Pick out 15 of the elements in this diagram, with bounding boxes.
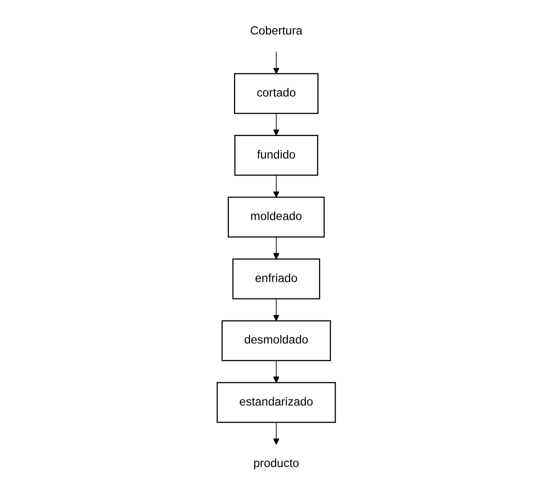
node-text: producto xyxy=(254,458,300,470)
node-box: desmoldado xyxy=(222,320,332,362)
node-text: Cobertura xyxy=(250,25,303,38)
arrow xyxy=(273,174,280,198)
arrow xyxy=(273,298,280,322)
arrow xyxy=(273,113,280,136)
node-box: moldeado xyxy=(228,196,325,238)
node-box: estandarizado xyxy=(216,382,336,423)
arrow xyxy=(273,422,280,445)
node-box: cortado xyxy=(234,73,319,114)
arrow xyxy=(273,360,280,383)
node-box: enfriado xyxy=(232,258,320,300)
arrow xyxy=(273,51,280,74)
node-box: fundido xyxy=(234,134,318,176)
arrow xyxy=(273,236,280,260)
